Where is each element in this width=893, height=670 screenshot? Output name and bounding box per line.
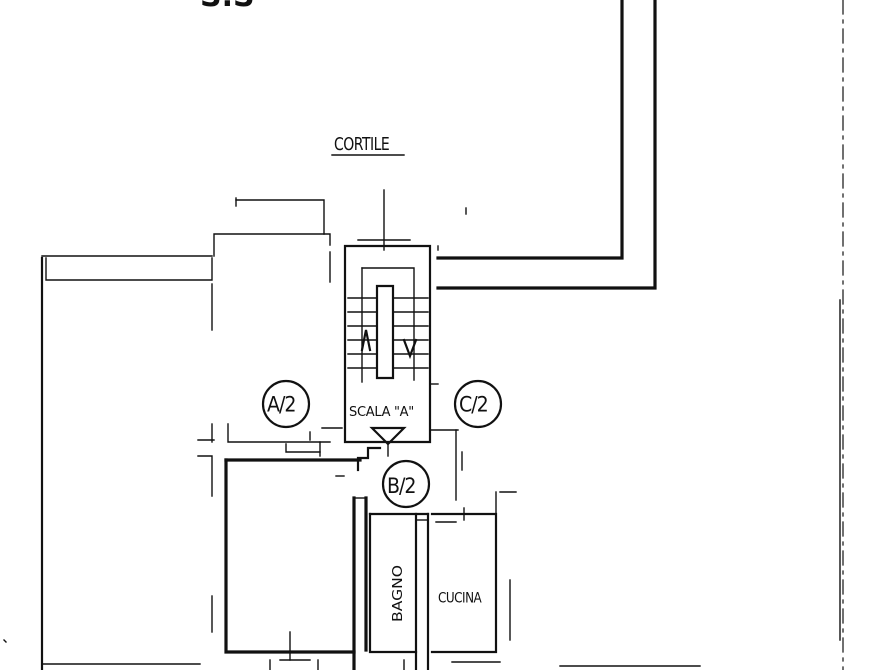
stair-label: SCALA "A" <box>349 405 414 420</box>
svg-text:C/2: C/2 <box>459 392 488 417</box>
apartment-walls <box>41 423 701 670</box>
courtyard-label: CORTILE <box>331 133 405 156</box>
courtyard-boundary <box>436 0 844 670</box>
drawing-ticks <box>3 207 841 643</box>
stair-treads <box>347 297 429 369</box>
svg-text:CORTILE: CORTILE <box>334 133 389 154</box>
left-wing-outline <box>40 197 331 670</box>
stairwell <box>343 189 432 457</box>
top-heading-fragment: S.S <box>200 0 255 14</box>
bathroom-label: BAGNO <box>391 565 405 622</box>
unit-a-marker: A/2 <box>261 379 311 429</box>
unit-b-marker: B/2 <box>381 459 431 509</box>
stair-up-arrow <box>360 329 372 352</box>
right-wing-walls <box>429 245 463 501</box>
svg-text:B/2: B/2 <box>387 473 416 498</box>
kitchen-label: CUCINA <box>438 590 482 606</box>
stair-entry-arrow <box>369 426 407 446</box>
stair-down-arrow <box>402 338 418 360</box>
unit-c-marker: C/2 <box>453 379 503 429</box>
svg-text:A/2: A/2 <box>267 392 295 417</box>
